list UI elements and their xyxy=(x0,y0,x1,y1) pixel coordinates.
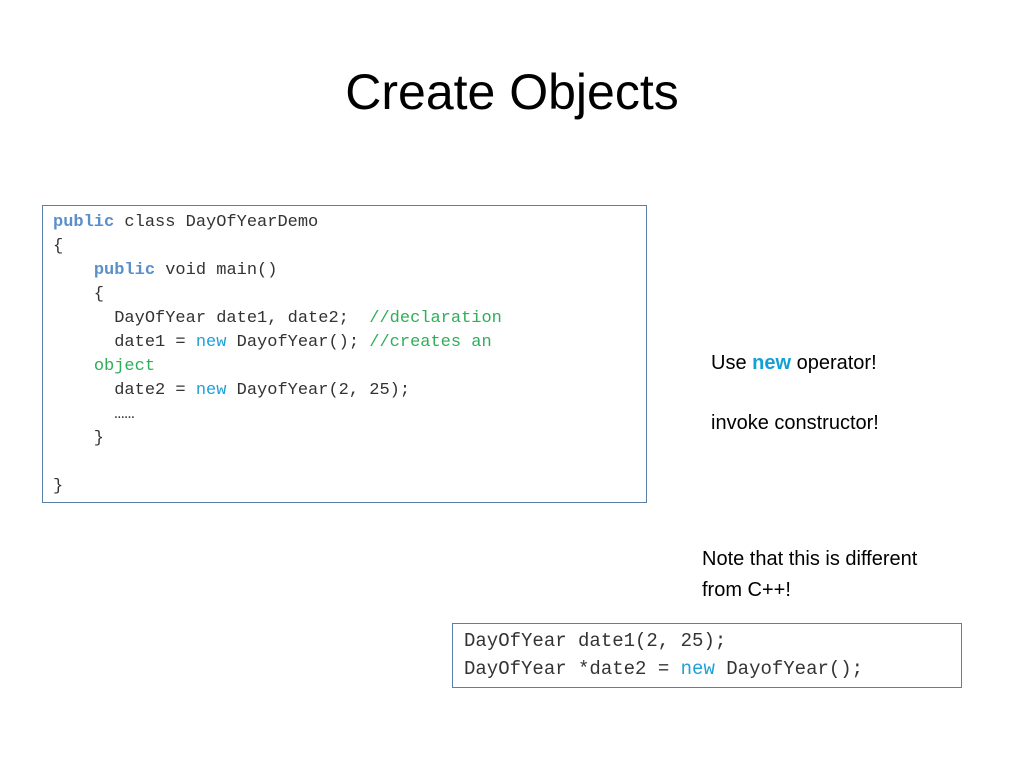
cpp-code-block: DayOfYear date1(2, 25); DayOfYear *date2… xyxy=(452,623,962,688)
code-line-2: { xyxy=(53,237,64,256)
code-line-7: object xyxy=(53,355,636,379)
cpp-code-line-1: DayOfYear date1(2, 25); xyxy=(464,630,727,652)
code-line-11 xyxy=(53,451,636,475)
note-cpp-line-2: from C++! xyxy=(702,579,791,601)
note-invoke-constructor: invoke constructor! xyxy=(711,412,879,434)
code-indent xyxy=(53,357,94,376)
code-text: DayOfYear date1, date2; xyxy=(53,309,370,328)
keyword-new: new xyxy=(195,381,227,400)
code-line-12: } xyxy=(53,477,64,496)
code-comment: //declaration xyxy=(369,309,502,328)
note-keyword-new: new xyxy=(752,352,792,374)
code-comment: //creates an xyxy=(369,333,492,352)
code-text: date1 = xyxy=(53,333,196,352)
cpp-code-line-2: DayOfYear *date2 = new DayofYear(); xyxy=(464,655,950,683)
code-line-10: } xyxy=(53,429,105,448)
code-line-4: { xyxy=(53,285,105,304)
code-line-6: date1 = new DayofYear(); //creates an xyxy=(53,331,636,355)
java-code-block: public class DayOfYearDemo { public void… xyxy=(42,205,647,503)
code-line-1: public class DayOfYearDemo xyxy=(53,211,636,235)
note-new-operator: Use new operator! xyxy=(711,348,877,378)
keyword-public: public xyxy=(93,261,156,280)
code-comment: object xyxy=(93,357,156,376)
note-text: operator! xyxy=(791,352,877,374)
code-text: DayOfYear *date2 = xyxy=(464,658,681,680)
keyword-new: new xyxy=(195,333,227,352)
note-text: Use xyxy=(711,352,753,374)
code-line-3: public void main() xyxy=(53,259,636,283)
note-cpp-line-1: Note that this is different xyxy=(702,548,918,570)
code-line-9: …… xyxy=(53,405,135,424)
slide-title: Create Objects xyxy=(345,64,679,120)
code-text: class DayOfYearDemo xyxy=(114,213,319,232)
code-text: void main() xyxy=(155,261,278,280)
code-indent xyxy=(53,261,94,280)
code-text: DayofYear(2, 25); xyxy=(226,381,411,400)
code-text: DayofYear(); xyxy=(714,658,864,680)
code-line-5: DayOfYear date1, date2; //declaration xyxy=(53,307,636,331)
keyword-public: public xyxy=(53,213,115,232)
code-text: date2 = xyxy=(53,381,196,400)
keyword-new: new xyxy=(680,658,715,680)
code-line-8: date2 = new DayofYear(2, 25); xyxy=(53,379,636,403)
code-text: DayofYear(); xyxy=(226,333,370,352)
